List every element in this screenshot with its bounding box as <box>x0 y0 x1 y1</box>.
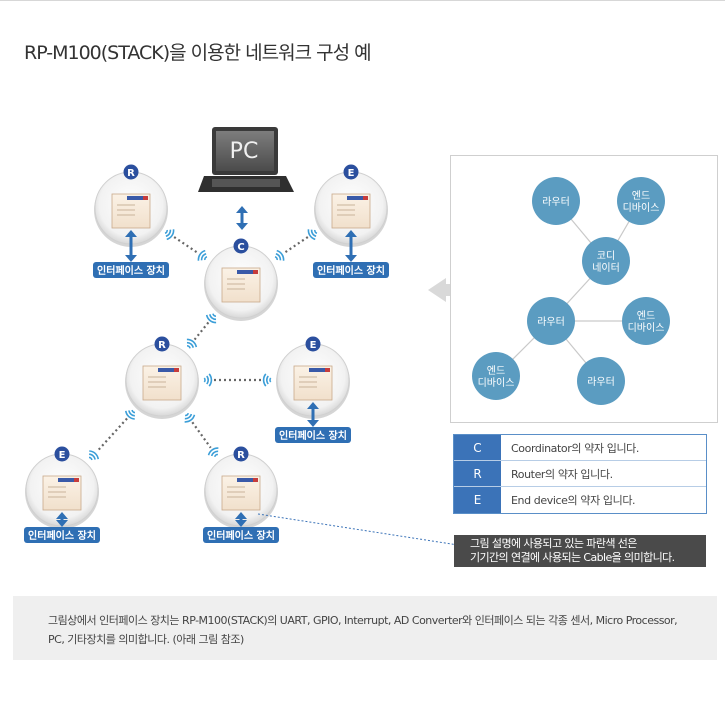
footnote-line-1: 그림상에서 인터페이스 장치는 RP-M100(STACK)의 UART, GP… <box>48 614 678 627</box>
wireless-link <box>184 412 219 458</box>
cable-arrow <box>235 512 247 527</box>
node-badge-letter: R <box>127 168 135 179</box>
node-badge-letter: E <box>59 450 66 461</box>
interface-device-box: 인터페이스 장치 <box>203 527 279 543</box>
rf-module-node: E <box>314 164 388 247</box>
node-badge-letter: C <box>237 242 244 253</box>
rf-module-node: C <box>204 238 278 321</box>
legend-key: R <box>454 461 501 486</box>
topology-node-label: 코디 <box>597 250 615 262</box>
interface-device-label: 인터페이스 장치 <box>97 264 165 277</box>
node-badge-letter: R <box>237 450 245 461</box>
legend-key: C <box>454 435 501 460</box>
interface-device-box: 인터페이스 장치 <box>313 262 389 278</box>
callout-line-1: 그림 설명에 사용되고 있는 파란색 선은 <box>470 537 637 550</box>
legend-table: C Coordinator의 약자 입니다. R Router의 약자 입니다.… <box>453 434 707 514</box>
node-badge-circle <box>305 336 321 352</box>
wireless-link <box>274 229 318 261</box>
node-badge-letter: R <box>158 340 166 351</box>
topology-node: 라우터 <box>577 357 625 405</box>
cable-arrow <box>307 402 319 427</box>
wireless-link <box>186 313 217 349</box>
cable-callout: 그림 설명에 사용되고 있는 파란색 선은 기기간의 연결에 사용되는 Cabl… <box>454 535 706 567</box>
node-badge-circle <box>154 336 170 352</box>
legend-text: End device의 약자 입니다. <box>511 494 636 507</box>
topology-node-label: 엔드 <box>632 190 650 202</box>
node-badge-circle <box>123 164 139 180</box>
wireless-link <box>164 229 208 261</box>
top-divider <box>0 0 725 1</box>
rf-module-node: E <box>276 336 350 419</box>
rf-module-chip-icon <box>111 193 151 229</box>
node-badge-letter: E <box>310 340 317 351</box>
cable-arrow <box>236 206 248 230</box>
rf-module-chip-icon <box>293 365 333 401</box>
callout-pointer-line <box>257 513 459 546</box>
rf-module-chip-icon <box>221 475 261 511</box>
node-badge-circle <box>233 238 249 254</box>
topology-node-label: 디바이스 <box>478 377 515 389</box>
legend-row: C Coordinator의 약자 입니다. <box>454 435 706 461</box>
pc-laptop-icon: PC <box>198 127 294 192</box>
wireless-link <box>203 373 272 387</box>
rf-module-chip-icon <box>221 267 261 303</box>
cable-arrow <box>125 230 137 262</box>
topology-node-label: 디바이스 <box>623 202 660 214</box>
topology-node-label: 라우터 <box>587 376 615 388</box>
topology-node-label: 디바이스 <box>628 322 665 334</box>
interface-device-label: 인터페이스 장치 <box>317 264 385 277</box>
topology-node: 라우터 <box>527 297 575 345</box>
topology-node: 라우터 <box>532 177 580 225</box>
pc-label: PC <box>230 139 259 164</box>
legend-row: R Router의 약자 입니다. <box>454 461 706 487</box>
wireless-links <box>88 229 318 461</box>
rf-module-node: R <box>204 446 278 529</box>
node-badge-circle <box>343 164 359 180</box>
topology-node-label: 라우터 <box>537 316 565 328</box>
topology-node-label: 엔드 <box>637 310 655 322</box>
topology-node-label: 엔드 <box>487 365 505 377</box>
cable-arrow <box>345 230 357 262</box>
rf-module-chip-icon <box>331 193 371 229</box>
interface-device-label: 인터페이스 장치 <box>28 529 96 542</box>
footnote: 그림상에서 인터페이스 장치는 RP-M100(STACK)의 UART, GP… <box>13 596 717 660</box>
rf-module-node: R <box>125 336 199 419</box>
legend-text: Router의 약자 입니다. <box>511 467 613 481</box>
wireless-link <box>88 409 136 461</box>
rf-module-node: R <box>94 164 168 247</box>
callout-line-2: 기기간의 연결에 사용되는 Cable을 의미합니다. <box>470 551 675 564</box>
interface-device-box: 인터페이스 장치 <box>93 262 169 278</box>
interface-device-box: 인터페이스 장치 <box>24 527 100 543</box>
rf-module-chip-icon <box>142 365 182 401</box>
legend-row: E End device의 약자 입니다. <box>454 487 706 513</box>
legend-key: E <box>454 487 501 513</box>
cable-arrow <box>56 512 68 527</box>
topology-node-label: 라우터 <box>542 196 570 208</box>
node-badge-circle <box>233 446 249 462</box>
footnote-line-2: PC, 기타장치를 의미합니다. (아래 그림 참조) <box>48 633 244 646</box>
rf-module-node: E <box>25 446 99 529</box>
legend-text: Coordinator의 약자 입니다. <box>511 441 639 455</box>
interface-device-label: 인터페이스 장치 <box>207 529 275 542</box>
node-badge-circle <box>54 446 70 462</box>
interface-device-label: 인터페이스 장치 <box>279 429 347 442</box>
page-title: RP-M100(STACK)을 이용한 네트워크 구성 예 <box>24 42 372 64</box>
interface-device-box: 인터페이스 장치 <box>275 427 351 443</box>
topology-node-label: 네이터 <box>592 262 620 274</box>
node-badge-letter: E <box>348 168 355 179</box>
rf-module-chip-icon <box>42 475 82 511</box>
